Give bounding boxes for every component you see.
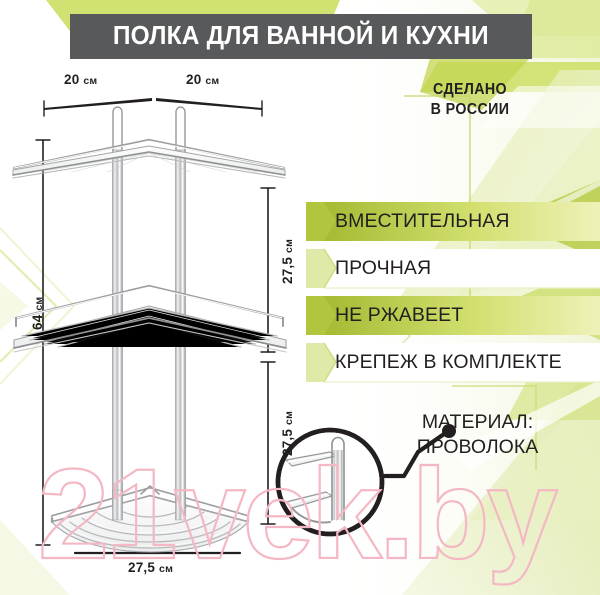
feature-item-4: КРЕПЕЖ В КОМПЛЕКТЕ	[306, 339, 600, 386]
material-line1: МАТЕРИАЛ:	[421, 411, 534, 433]
made-in-line2: В РОССИИ	[430, 100, 510, 118]
feature-label: ВМЕСТИТЕЛЬНАЯ	[335, 210, 510, 232]
dimension-label-top-left: 20 см	[64, 72, 98, 87]
feature-bar-green	[306, 296, 600, 335]
feature-bar-white	[306, 342, 600, 383]
feature-item-1: ВМЕСТИТЕЛЬНАЯ	[306, 198, 600, 245]
feature-label: НЕ РЖАВЕЕТ	[335, 304, 464, 326]
feature-item-3: НЕ РЖАВЕЕТ	[306, 292, 600, 339]
page-title-text: ПОЛКА ДЛЯ ВАННОЙ И КУХНИ	[113, 22, 489, 50]
feature-list: ВМЕСТИТЕЛЬНАЯ ПРОЧНАЯ НЕ РЖАВЕЕТ	[306, 198, 600, 386]
material-callout: МАТЕРИАЛ: ПРОВОЛОКА	[370, 410, 585, 461]
page-title: ПОЛКА ДЛЯ ВАННОЙ И КУХНИ	[70, 14, 532, 59]
dimension-label-gap-upper: 27,5 см	[280, 238, 295, 284]
feature-label: ПРОЧНАЯ	[335, 257, 432, 279]
dimension-label-bottom-width: 27,5 см	[128, 560, 174, 575]
dimension-label-top-right: 20 см	[186, 72, 220, 87]
material-line2: ПРОВОЛОКА	[416, 436, 539, 459]
made-in-line1: СДЕЛАНО	[432, 81, 508, 98]
dimension-label-gap-lower: 27,5 см	[280, 410, 295, 456]
feature-bar-green	[306, 202, 600, 241]
feature-item-2: ПРОЧНАЯ	[306, 245, 600, 292]
made-in-russia-badge: СДЕЛАНО В РОССИИ	[387, 80, 553, 120]
feature-bar-white	[306, 248, 600, 289]
feature-label: КРЕПЕЖ В КОМПЛЕКТЕ	[335, 351, 562, 373]
dimension-label-total-height: 64 см	[30, 296, 45, 330]
